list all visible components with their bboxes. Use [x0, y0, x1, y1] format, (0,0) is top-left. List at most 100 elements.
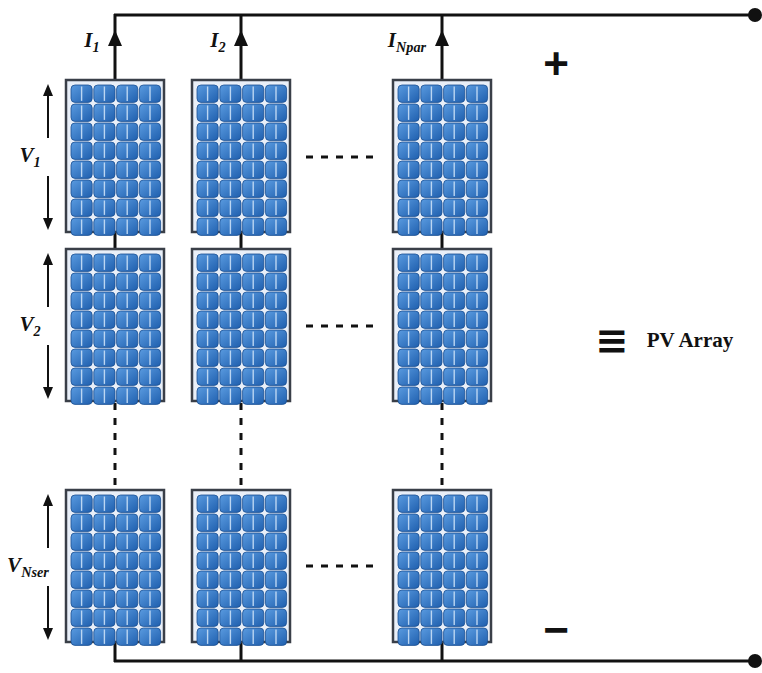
cell-face	[94, 590, 115, 607]
cell-busbar	[275, 256, 276, 270]
cell-busbar	[431, 535, 432, 549]
cell-busbar	[275, 106, 276, 120]
solar-cell	[398, 218, 419, 235]
solar-cell	[398, 161, 419, 178]
cell-face	[466, 349, 487, 366]
cell-face	[94, 180, 115, 197]
cell-busbar	[104, 389, 105, 403]
cell-busbar	[431, 389, 432, 403]
cell-busbar	[230, 332, 231, 346]
module-frame	[66, 490, 164, 642]
solar-cell	[444, 387, 465, 404]
cell-face	[466, 199, 487, 216]
cell-busbar	[126, 125, 127, 139]
cell-face	[421, 104, 442, 121]
cell-busbar	[104, 592, 105, 606]
solar-cell	[421, 161, 442, 178]
cell-face	[466, 218, 487, 235]
string-wire	[441, 642, 444, 661]
cell-face	[243, 495, 264, 512]
cell-face	[139, 628, 160, 645]
cell-face	[71, 273, 92, 290]
cell-face	[421, 514, 442, 531]
cell-face	[398, 218, 419, 235]
current-label: I1	[84, 30, 99, 54]
cell-busbar	[207, 630, 208, 644]
cell-busbar	[104, 332, 105, 346]
cell-face	[243, 609, 264, 626]
solar-cell	[94, 142, 115, 159]
cell-face	[139, 552, 160, 569]
terminals	[748, 8, 762, 668]
cell-busbar	[230, 125, 231, 139]
cell-busbar	[476, 106, 477, 120]
solar-cell	[220, 180, 241, 197]
cell-busbar	[81, 182, 82, 196]
solar-cell	[71, 387, 92, 404]
cell-busbar	[126, 370, 127, 384]
cell-busbar	[104, 351, 105, 365]
cell-busbar	[81, 106, 82, 120]
cell-busbar	[252, 275, 253, 289]
cell-face	[117, 180, 138, 197]
cell-busbar	[230, 256, 231, 270]
cell-face	[220, 199, 241, 216]
cell-face	[398, 292, 419, 309]
cell-face	[265, 199, 286, 216]
solar-cell	[117, 142, 138, 159]
cell-busbar	[104, 220, 105, 234]
solar-cell	[71, 180, 92, 197]
solar-cell	[220, 628, 241, 645]
solar-cell	[421, 495, 442, 512]
cell-face	[71, 533, 92, 550]
solar-cell	[466, 254, 487, 271]
cell-face	[117, 311, 138, 328]
cell-face	[220, 161, 241, 178]
cell-busbar	[476, 554, 477, 568]
cell-face	[117, 533, 138, 550]
solar-cell	[117, 349, 138, 366]
cell-face	[139, 123, 160, 140]
cell-busbar	[81, 611, 82, 625]
cell-busbar	[230, 313, 231, 327]
cell-face	[117, 85, 138, 102]
cell-busbar	[104, 125, 105, 139]
cell-face	[265, 514, 286, 531]
solar-cell	[421, 514, 442, 531]
cell-busbar	[454, 220, 455, 234]
cell-face	[421, 387, 442, 404]
cell-busbar	[476, 313, 477, 327]
solar-cell	[265, 571, 286, 588]
solar-cell	[71, 552, 92, 569]
cell-face	[94, 311, 115, 328]
cell-face	[94, 495, 115, 512]
solar-cell	[466, 387, 487, 404]
cell-busbar	[104, 275, 105, 289]
cell-face	[117, 552, 138, 569]
cell-busbar	[81, 630, 82, 644]
solar-cell	[71, 495, 92, 512]
cell-busbar	[252, 106, 253, 120]
cell-face	[243, 368, 264, 385]
cell-busbar	[149, 370, 150, 384]
cell-face	[117, 514, 138, 531]
cell-busbar	[207, 389, 208, 403]
cell-face	[444, 514, 465, 531]
cell-face	[71, 330, 92, 347]
cell-face	[398, 85, 419, 102]
solar-cell	[265, 218, 286, 235]
cell-busbar	[126, 144, 127, 158]
solar-cell	[398, 273, 419, 290]
cell-busbar	[104, 554, 105, 568]
voltage-arrow	[47, 502, 49, 548]
cell-busbar	[252, 554, 253, 568]
cell-face	[71, 123, 92, 140]
solar-cell	[421, 292, 442, 309]
cell-face	[139, 533, 160, 550]
cell-face	[71, 387, 92, 404]
cell-face	[243, 273, 264, 290]
cell-face	[444, 495, 465, 512]
solar-cell	[94, 533, 115, 550]
cell-face	[421, 142, 442, 159]
cell-face	[139, 609, 160, 626]
